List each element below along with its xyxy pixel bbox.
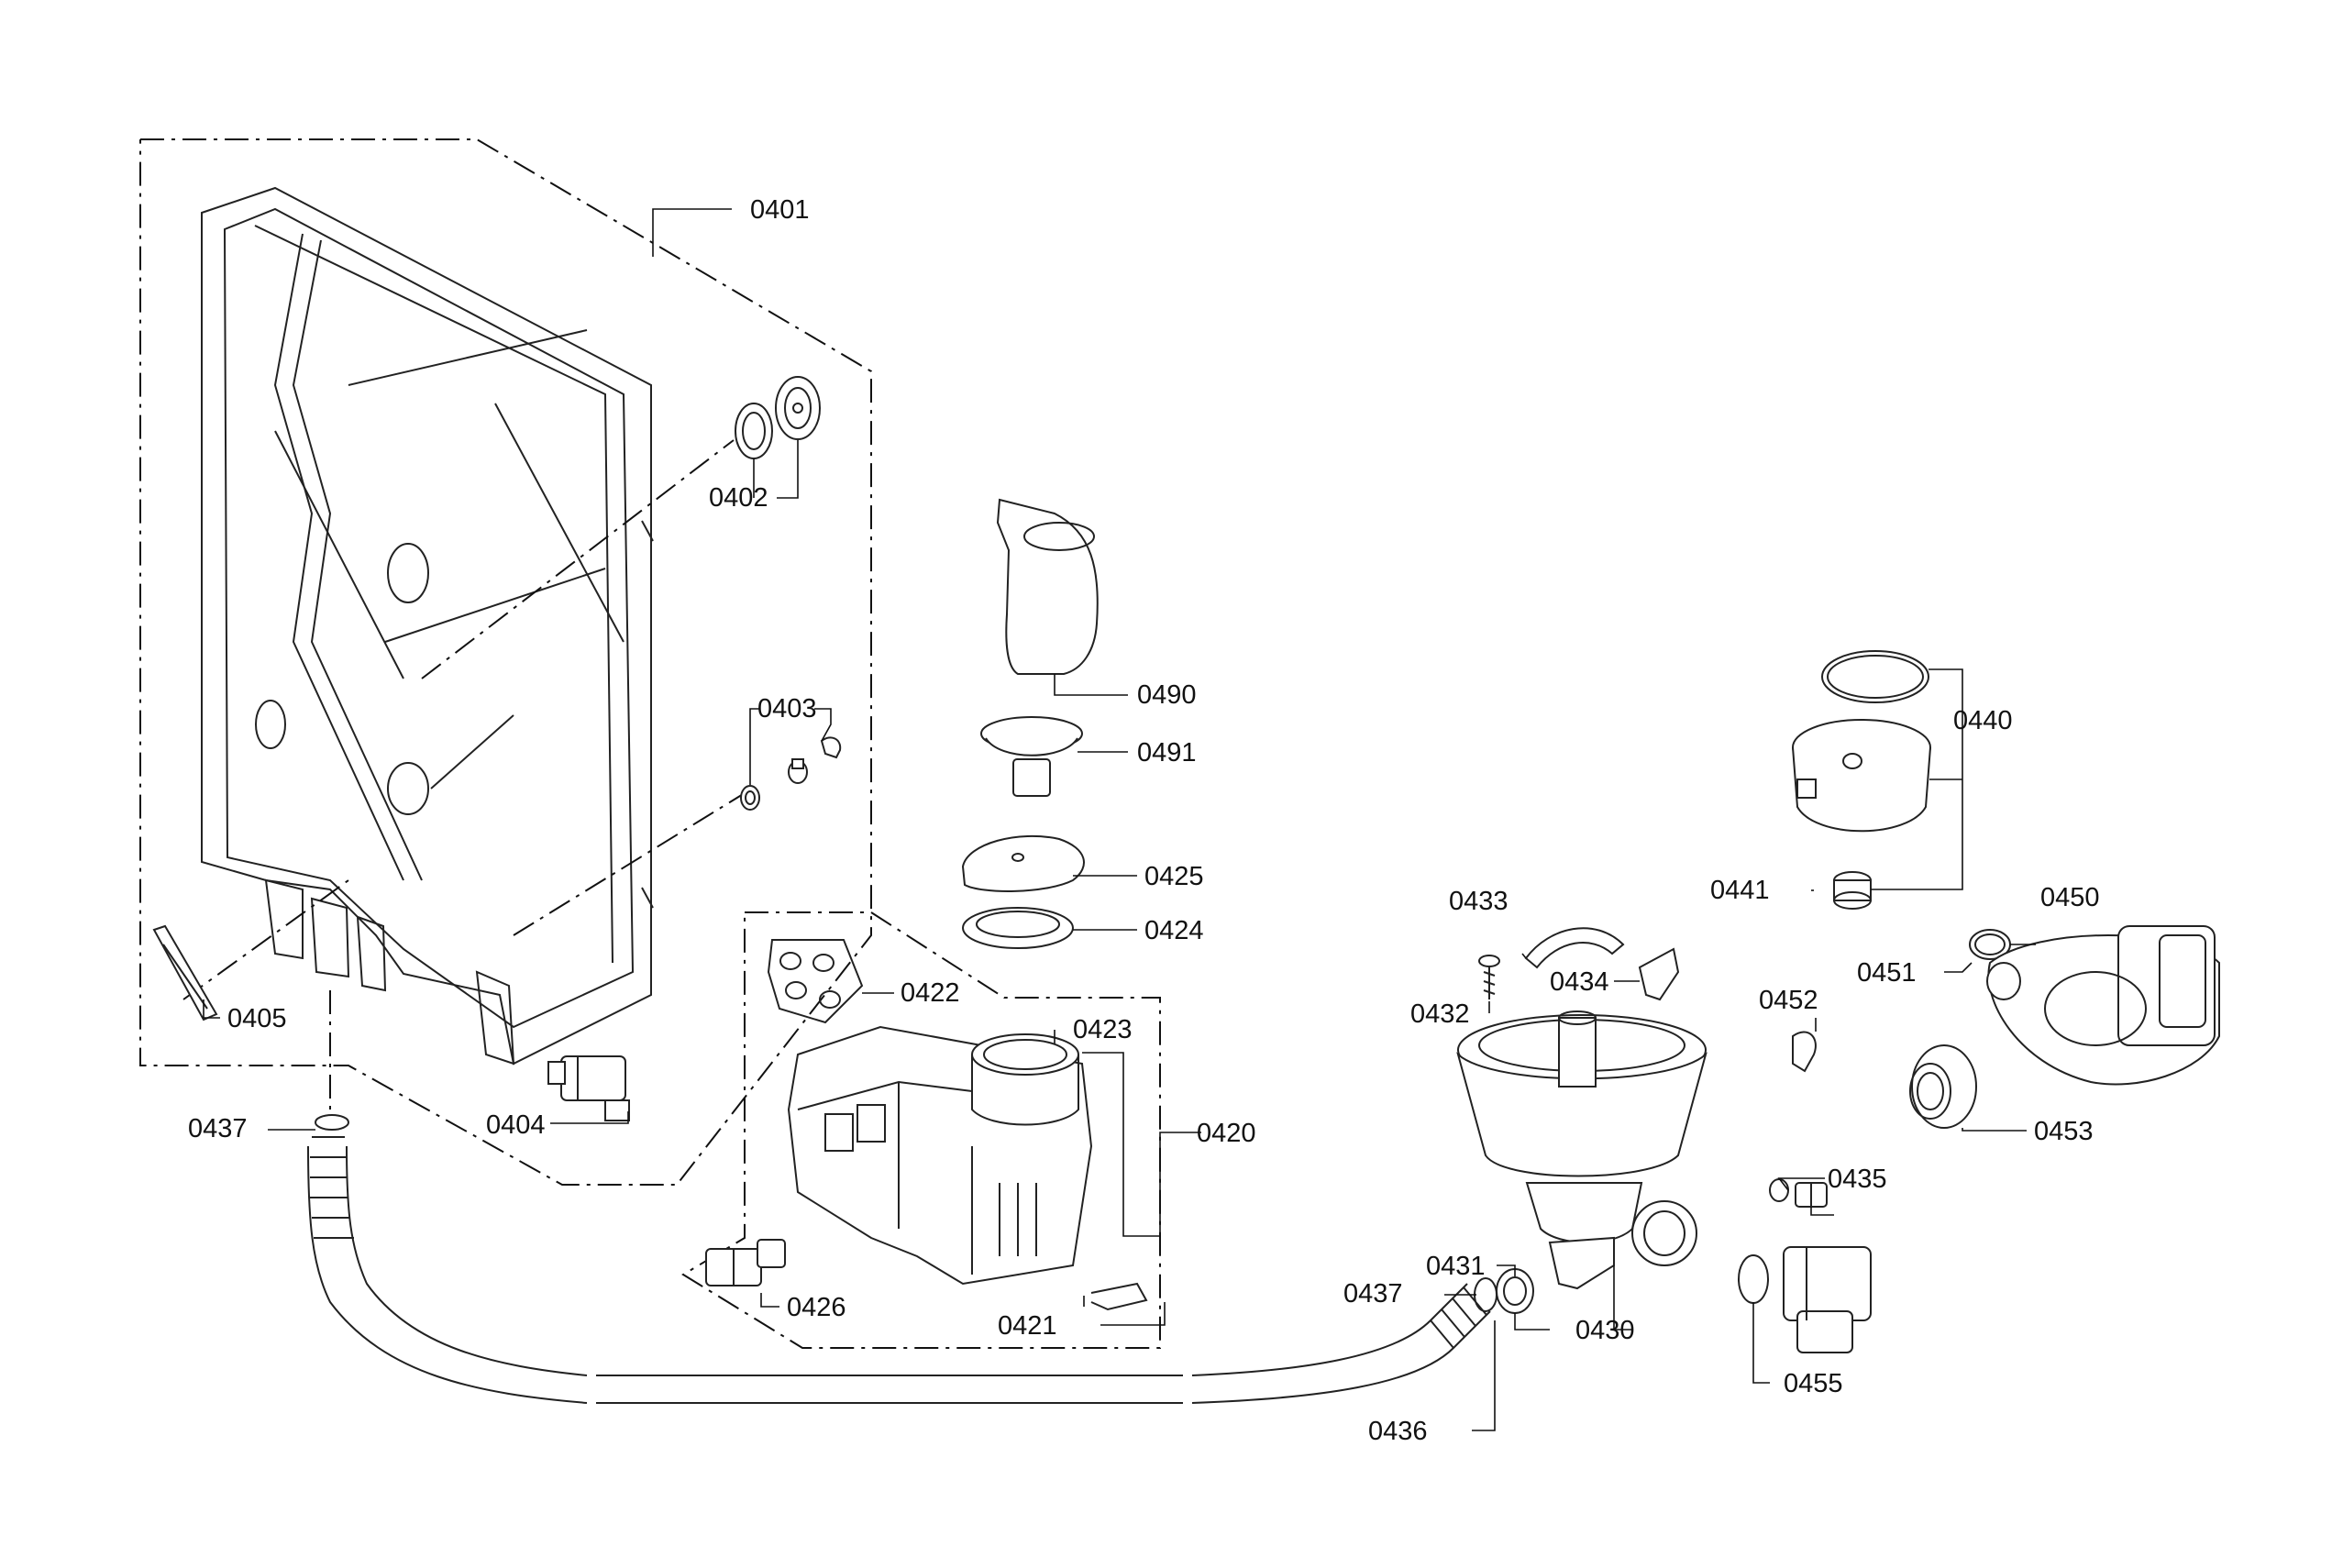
softener-clip-part[interactable] xyxy=(1090,1282,1148,1311)
funnel-part[interactable] xyxy=(996,498,1099,675)
drain-hose-left[interactable] xyxy=(307,1114,588,1404)
drain-hose-right[interactable] xyxy=(1191,1277,1498,1404)
callout-0420: 0420 xyxy=(1197,1119,1256,1148)
filter-clip-part[interactable] xyxy=(1524,927,1625,969)
callout-0404: 0404 xyxy=(486,1110,546,1140)
leader-lines xyxy=(203,208,2036,1431)
bracket-part[interactable] xyxy=(152,924,218,1021)
callout-0430: 0430 xyxy=(1575,1316,1635,1345)
drain-pump-part[interactable] xyxy=(1738,1246,1872,1353)
callout-0405: 0405 xyxy=(227,1004,287,1033)
flap-valve-part[interactable] xyxy=(1638,947,1680,1001)
water-softener-part[interactable] xyxy=(787,1025,1093,1286)
pump-housing-part[interactable] xyxy=(1792,719,1931,833)
callout-0433: 0433 xyxy=(1449,887,1509,916)
door-panel[interactable] xyxy=(201,186,654,1066)
axis-line xyxy=(513,788,753,936)
callout-0452: 0452 xyxy=(1759,986,1818,1015)
callout-0435: 0435 xyxy=(1828,1165,1887,1194)
grommet-set-part[interactable] xyxy=(767,939,864,1024)
callout-0424: 0424 xyxy=(1144,916,1204,945)
sealing-ring-part[interactable] xyxy=(962,907,1074,949)
check-valve-part[interactable] xyxy=(1769,1178,1828,1208)
callout-0421: 0421 xyxy=(998,1311,1057,1341)
heat-pump-part[interactable] xyxy=(1986,925,2220,1086)
impeller-part[interactable] xyxy=(1833,871,1872,910)
door-group-boundary xyxy=(139,138,872,1186)
callout-0431: 0431 xyxy=(1426,1252,1486,1281)
callout-0437-left: 0437 xyxy=(188,1114,248,1143)
inlet-valve-part[interactable] xyxy=(547,1055,630,1121)
callout-0401: 0401 xyxy=(750,195,810,225)
callout-0491: 0491 xyxy=(1137,738,1197,767)
sump-part[interactable] xyxy=(1456,1010,1708,1290)
callout-0434: 0434 xyxy=(1550,967,1609,997)
callout-0432: 0432 xyxy=(1410,999,1470,1029)
callout-0426: 0426 xyxy=(787,1293,846,1322)
retaining-clip-part[interactable] xyxy=(1792,1031,1817,1073)
axis-line xyxy=(421,439,735,679)
callout-0441: 0441 xyxy=(1710,876,1770,905)
callout-0490: 0490 xyxy=(1137,680,1197,710)
callout-0425: 0425 xyxy=(1144,862,1204,891)
sensor-part[interactable] xyxy=(705,1239,786,1286)
callout-0453: 0453 xyxy=(2034,1117,2094,1146)
callout-0423: 0423 xyxy=(1073,1015,1133,1044)
callout-0455: 0455 xyxy=(1784,1369,1843,1398)
callout-0450: 0450 xyxy=(2040,883,2100,912)
plug-parts[interactable] xyxy=(740,736,842,811)
callout-0436: 0436 xyxy=(1368,1417,1428,1446)
callout-0403: 0403 xyxy=(757,694,817,723)
callout-0437-right: 0437 xyxy=(1343,1279,1403,1309)
salt-cap-part[interactable] xyxy=(980,716,1083,797)
callout-0451: 0451 xyxy=(1857,958,1917,988)
axis-line xyxy=(182,879,349,1000)
callout-0422: 0422 xyxy=(901,978,960,1008)
drain-hose-break xyxy=(596,1375,1183,1404)
vent-seal-part[interactable] xyxy=(735,376,821,459)
callout-0402: 0402 xyxy=(709,483,768,513)
callout-0440: 0440 xyxy=(1953,706,2013,735)
housing-ring-part[interactable] xyxy=(1821,650,1929,703)
sump-group-boundary xyxy=(681,911,1161,1349)
screw-part[interactable] xyxy=(1478,955,1500,999)
pump-connector-part[interactable] xyxy=(1909,1044,1977,1129)
softener-lid-part[interactable] xyxy=(961,834,1085,892)
